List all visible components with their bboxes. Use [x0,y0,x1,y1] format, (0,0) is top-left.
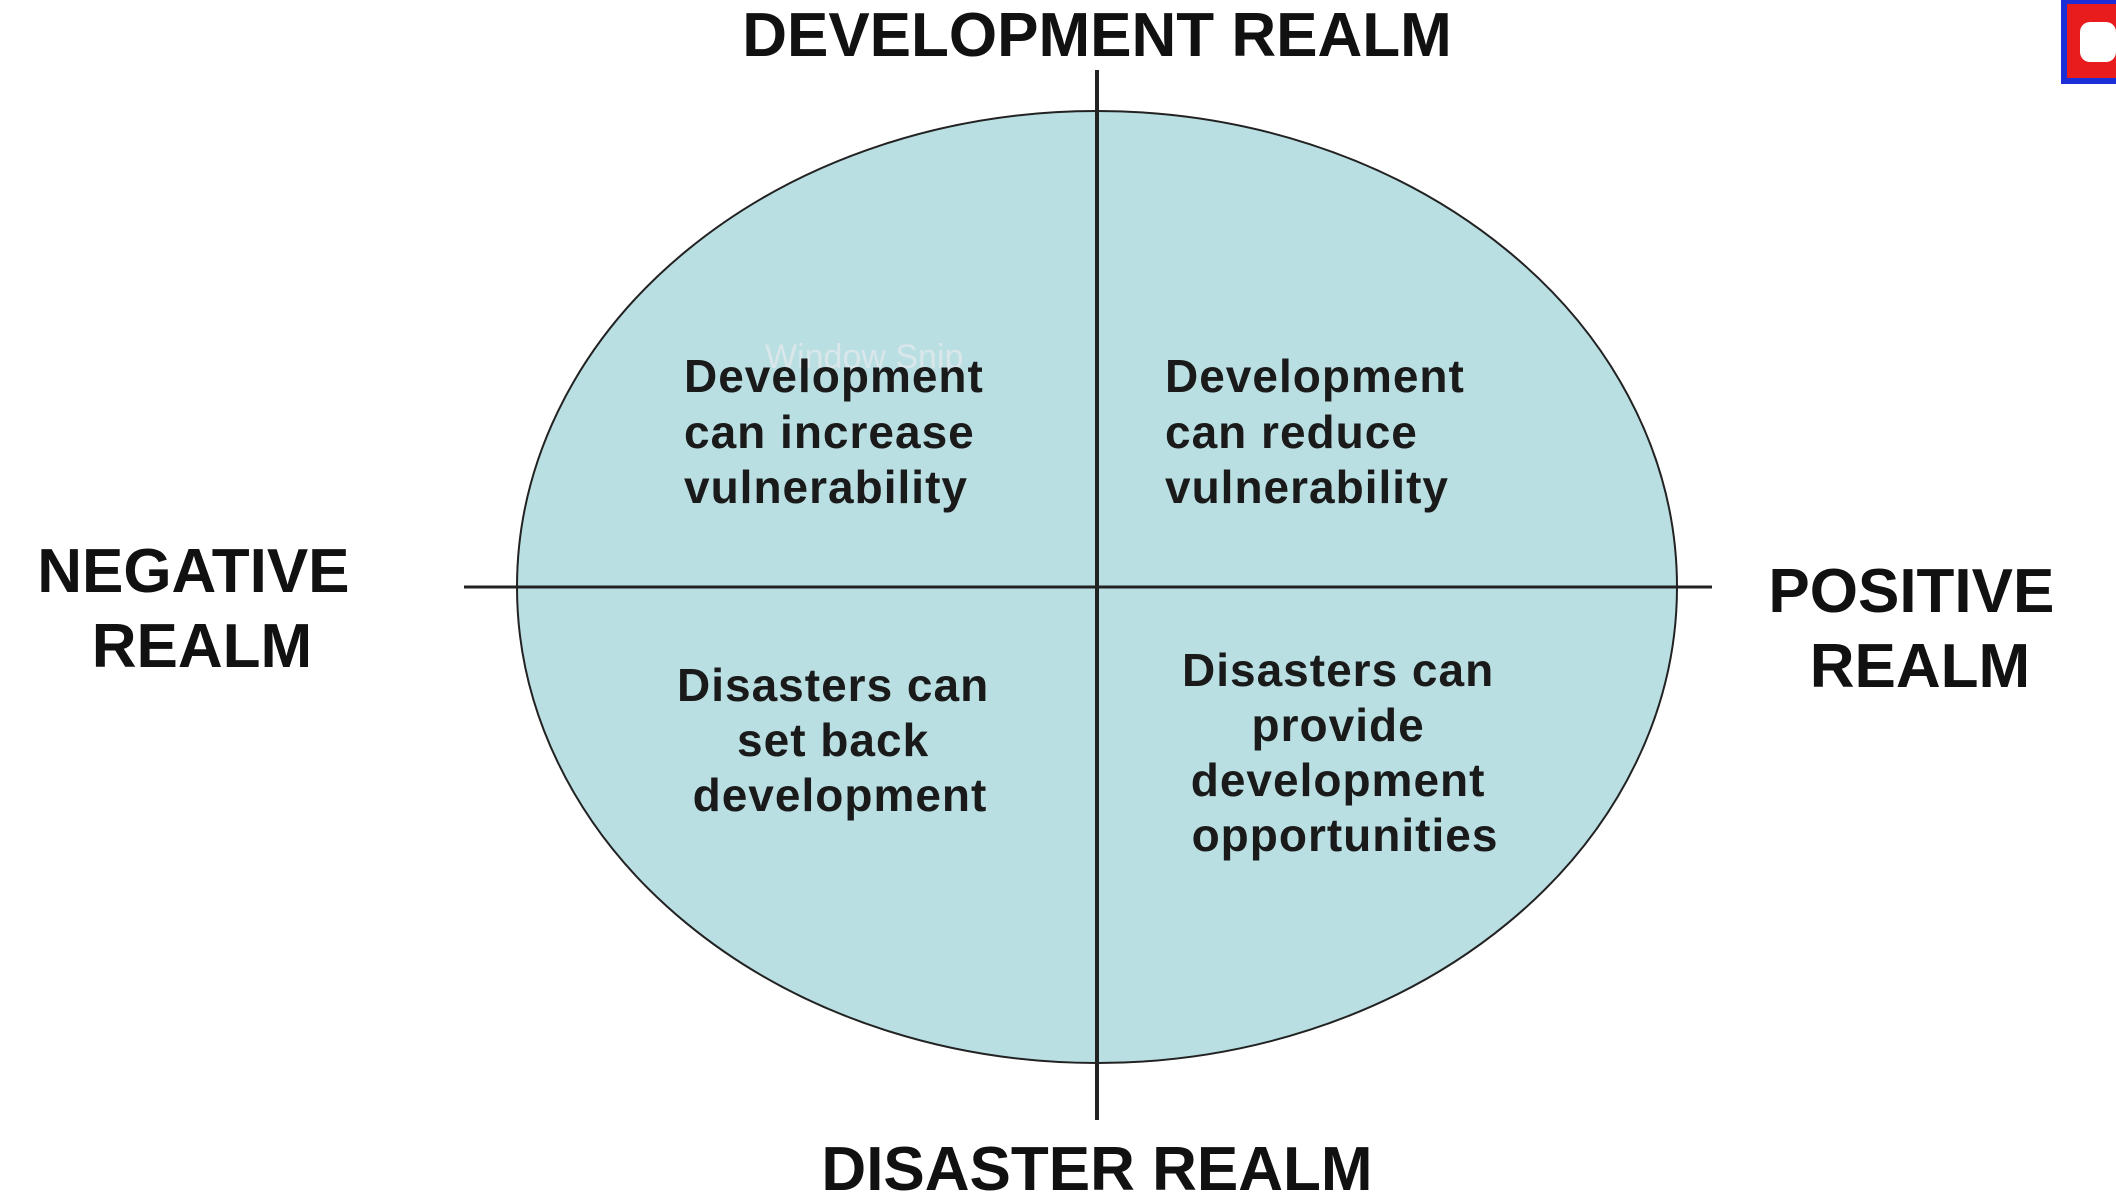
left-axis-label: NEGATIVE REALM [37,537,367,681]
quadrant-bottom-right-line-4: opportunities [1192,809,1499,861]
quadrant-bottom-right-line-1: Disasters can [1182,644,1494,696]
quadrant-top-left-line-3: vulnerability [684,461,968,513]
quadrant-bottom-left-line-3: development [693,769,988,821]
quadrant-bottom-left-line-1: Disasters can [677,659,989,711]
right-axis-label: POSITIVE REALM [1768,557,2071,701]
top-axis-label: DEVELOPMENT REALM [742,1,1452,70]
left-axis-label-line-2: REALM [92,612,312,681]
quadrant-bottom-right-line-3: development [1191,754,1486,806]
quadrant-top-right-text: Development can reduce vulnerability [1165,350,1479,513]
quadrant-top-left-line-1: Development [684,350,984,402]
quadrant-bottom-left-text: Disasters can set back development [677,659,1003,821]
bottom-axis-label: DISASTER REALM [821,1135,1372,1195]
left-axis-label-line-1: NEGATIVE [37,537,349,606]
right-axis-label-line-1: POSITIVE [1768,557,2054,626]
quadrant-top-right-line-1: Development [1165,350,1465,402]
quadrant-bottom-right-line-2: provide [1252,699,1425,751]
quadrant-top-left-line-2: can increase [684,406,975,458]
quadrant-top-right-line-3: vulnerability [1165,461,1449,513]
quadrant-bottom-left-line-2: set back [737,714,929,766]
right-axis-label-line-2: REALM [1810,632,2030,701]
quadrant-top-left-text: Development can increase vulnerability [684,350,998,513]
quadrant-top-right-line-2: can reduce [1165,406,1418,458]
corner-app-icon[interactable] [2061,0,2116,84]
ghost-overlay-text: Window Snip [765,338,963,376]
quadrant-bottom-right-text: Disasters can provide development opport… [1182,644,1508,861]
